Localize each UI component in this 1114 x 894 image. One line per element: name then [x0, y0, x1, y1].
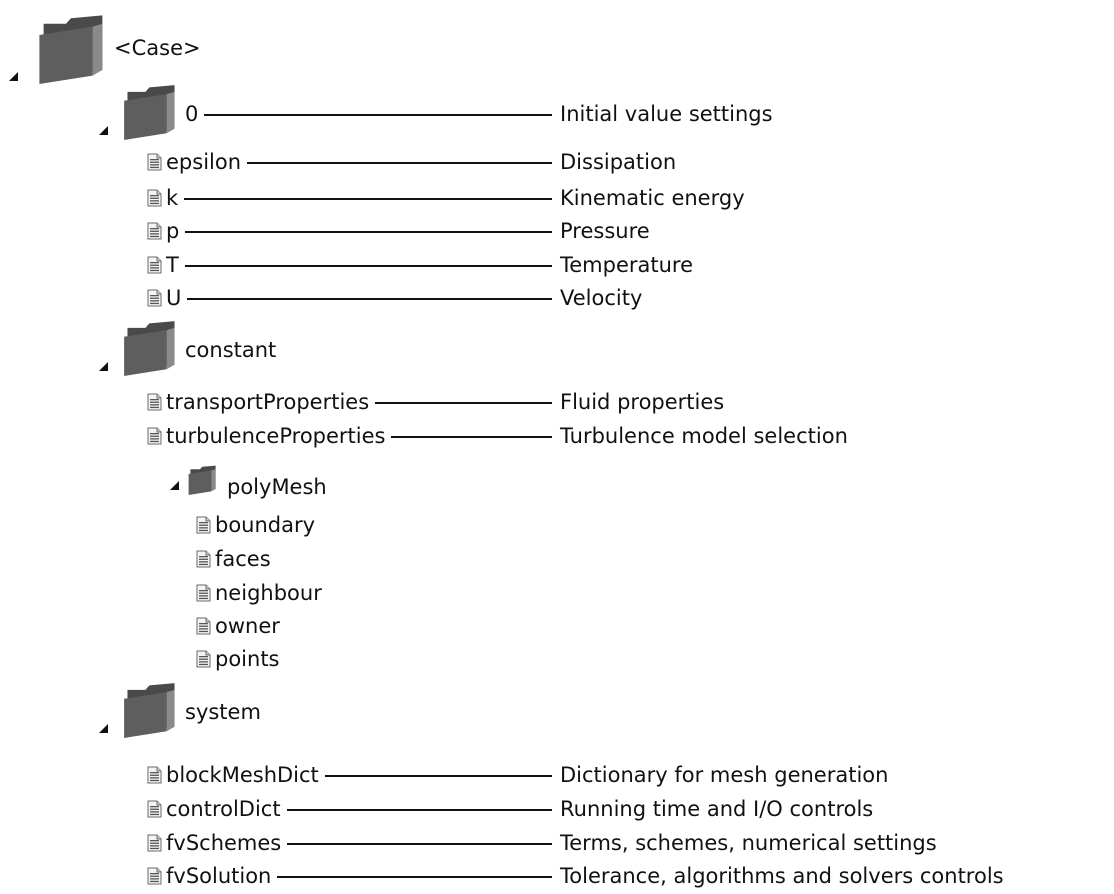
description-fvschemes: Terms, schemes, numerical settings	[560, 831, 937, 855]
file-icon	[147, 800, 162, 818]
file-icon	[196, 650, 211, 668]
leader-line	[187, 298, 552, 300]
file-icon	[196, 516, 211, 534]
file-boundary[interactable]: boundary	[196, 513, 315, 537]
leader-line	[287, 809, 552, 811]
description-0: Initial value settings	[560, 102, 773, 126]
file-label: U	[166, 286, 182, 310]
folder-icon	[124, 85, 175, 140]
folder-constant[interactable]: constant	[99, 320, 276, 376]
disclosure-triangle-icon[interactable]	[170, 481, 179, 490]
file-label: fvSolution	[166, 864, 272, 888]
file-k[interactable]: k	[147, 186, 178, 210]
file-icon	[196, 617, 211, 635]
file-turbulenceproperties[interactable]: turbulenceProperties	[147, 424, 385, 448]
file-label: blockMeshDict	[166, 763, 319, 787]
folder-icon	[39, 15, 103, 85]
leader-line	[247, 162, 552, 164]
file-label: faces	[215, 547, 271, 571]
folder-polymesh[interactable]: polyMesh	[170, 465, 327, 499]
file-label: turbulenceProperties	[166, 424, 386, 448]
file-p[interactable]: p	[147, 219, 179, 243]
file-label: controlDict	[166, 797, 281, 821]
file-t[interactable]: T	[147, 253, 179, 277]
file-label: boundary	[215, 513, 316, 537]
file-icon	[147, 427, 162, 445]
file-icon	[147, 289, 162, 307]
folder-label: polyMesh	[227, 475, 327, 499]
folder-icon	[124, 683, 175, 738]
file-icon	[147, 222, 162, 240]
disclosure-triangle-icon[interactable]	[99, 362, 108, 371]
file-label: fvSchemes	[166, 831, 282, 855]
description-turbulenceproperties: Turbulence model selection	[560, 424, 848, 448]
description-blockmeshdict: Dictionary for mesh generation	[560, 763, 889, 787]
file-u[interactable]: U	[147, 286, 181, 310]
file-label: points	[215, 647, 280, 671]
leader-line	[204, 114, 552, 116]
file-epsilon[interactable]: epsilon	[147, 150, 241, 174]
leader-line	[375, 402, 552, 404]
description-k: Kinematic energy	[560, 186, 745, 210]
leader-line	[185, 231, 552, 233]
leader-line	[184, 198, 552, 200]
file-icon	[147, 393, 162, 411]
folder-label: <Case>	[114, 36, 201, 60]
file-label: k	[166, 186, 179, 210]
leader-line	[185, 265, 552, 267]
disclosure-triangle-icon[interactable]	[99, 724, 108, 733]
file-icon	[196, 550, 211, 568]
file-points[interactable]: points	[196, 647, 280, 671]
file-icon	[147, 256, 162, 274]
file-label: transportProperties	[166, 390, 370, 414]
folder-icon	[124, 321, 175, 376]
file-icon	[147, 867, 162, 885]
file-neighbour[interactable]: neighbour	[196, 581, 322, 605]
folder-0[interactable]: 0	[99, 84, 198, 140]
file-icon	[147, 153, 162, 171]
file-owner[interactable]: owner	[196, 614, 280, 638]
description-transportproperties: Fluid properties	[560, 390, 725, 414]
file-label: p	[166, 219, 180, 243]
file-icon	[147, 834, 162, 852]
description-controldict: Running time and I/O controls	[560, 797, 874, 821]
file-label: epsilon	[166, 150, 242, 174]
description-epsilon: Dissipation	[560, 150, 677, 174]
folder-label: 0	[185, 102, 199, 126]
leader-line	[277, 876, 552, 878]
description-p: Pressure	[560, 219, 650, 243]
file-blockmeshdict[interactable]: blockMeshDict	[147, 763, 319, 787]
file-label: neighbour	[215, 581, 322, 605]
file-icon	[147, 766, 162, 784]
folder-label: constant	[185, 338, 277, 362]
description-u: Velocity	[560, 286, 643, 310]
folder-system[interactable]: system	[99, 682, 261, 738]
leader-line	[391, 436, 552, 438]
folder-icon	[188, 465, 216, 495]
file-transportproperties[interactable]: transportProperties	[147, 390, 369, 414]
disclosure-triangle-icon[interactable]	[9, 72, 18, 81]
leader-line	[325, 775, 552, 777]
file-fvsolution[interactable]: fvSolution	[147, 864, 271, 888]
file-controldict[interactable]: controlDict	[147, 797, 281, 821]
file-fvschemes[interactable]: fvSchemes	[147, 831, 281, 855]
file-label: T	[166, 253, 179, 277]
folder-case[interactable]: <Case>	[9, 12, 201, 86]
file-icon	[147, 189, 162, 207]
file-icon	[196, 584, 211, 602]
description-t: Temperature	[560, 253, 694, 277]
folder-label: system	[185, 700, 261, 724]
disclosure-triangle-icon[interactable]	[99, 126, 108, 135]
description-fvsolution: Tolerance, algorithms and solvers contro…	[560, 864, 1004, 888]
leader-line	[287, 843, 552, 845]
file-label: owner	[215, 614, 280, 638]
file-faces[interactable]: faces	[196, 547, 271, 571]
